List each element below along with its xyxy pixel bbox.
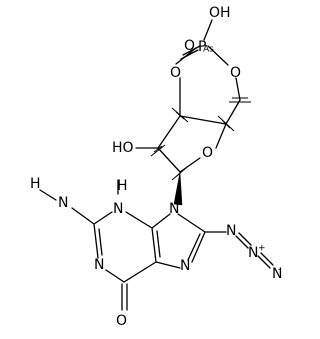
bond-c5-c4-double [156, 230, 161, 258]
atom-o6: O [116, 313, 127, 329]
bond-n3-c2 [93, 211, 113, 225]
bond-p-o-double-b [180, 49, 199, 60]
bond-c4-o4 [215, 123, 227, 149]
bond-p-o-right [207, 45, 229, 66]
bond-oright-c5 [235, 77, 241, 101]
atom-n-azide-3: N [272, 266, 282, 282]
atom-n-amine: N [58, 195, 68, 211]
bond-c3-c4 [179, 115, 227, 125]
atom-n3: N [113, 201, 123, 217]
molecule-diagram: OH O P As O O HO O H N N H N N N O N N +… [30, 5, 282, 329]
bond-p-oh [203, 19, 213, 41]
wedge-c1-n9 [173, 171, 183, 206]
bond-azide-2b [260, 252, 274, 266]
bond-n-h [39, 189, 57, 201]
bond-n1-c6 [105, 269, 125, 283]
atom-n7: N [180, 258, 190, 274]
bond-o4-c1 [179, 157, 201, 173]
bond-azide-2 [257, 255, 271, 269]
atom-as-overlay: As [203, 45, 214, 55]
bond-c4-n9 [151, 213, 171, 229]
bond-c8-n7-double [187, 233, 201, 261]
bond-azide-1b [238, 232, 252, 246]
bond-c4-n3 [125, 211, 153, 229]
charge-minus: - [278, 265, 281, 275]
bond-c2-n1 [93, 223, 99, 259]
bond-p-o-double-a [182, 45, 201, 56]
bond-c3-c2 [157, 115, 181, 149]
atom-p: P [198, 39, 206, 55]
bond-c5-c4 [151, 227, 157, 263]
atom-o-ring: O [202, 145, 213, 161]
atom-h-amine: H [30, 176, 41, 192]
hash-bonds [150, 97, 251, 181]
bond-n7-c5 [155, 261, 181, 269]
atom-ho-sugar: HO [112, 140, 134, 156]
atom-n1: N [94, 257, 104, 273]
atom-o-right: O [230, 65, 241, 81]
atom-n-azide-2: N [248, 245, 258, 261]
bond-c6-c5 [123, 261, 157, 283]
atom-oh-top: OH [209, 5, 231, 21]
atom-o-double: O [184, 38, 195, 54]
bond-c8-n7 [191, 231, 206, 263]
bond-c2-n1-double [98, 228, 103, 256]
charge-plus: + [258, 244, 266, 254]
atom-o-left: O [170, 65, 181, 81]
atom-n-azide-1: N [226, 223, 236, 239]
atom-n9: N [169, 201, 179, 217]
bond-c2-nh2 [71, 207, 95, 225]
atom-h3: H [117, 178, 128, 194]
bond-n9-c8 [177, 213, 206, 233]
bond-c2-c1 [157, 147, 181, 173]
bond-c5-c4 [225, 99, 241, 125]
bond-azide-1 [235, 235, 249, 249]
structure-svg: OH O P As O O HO O H N N H N N N O N N +… [30, 5, 282, 329]
